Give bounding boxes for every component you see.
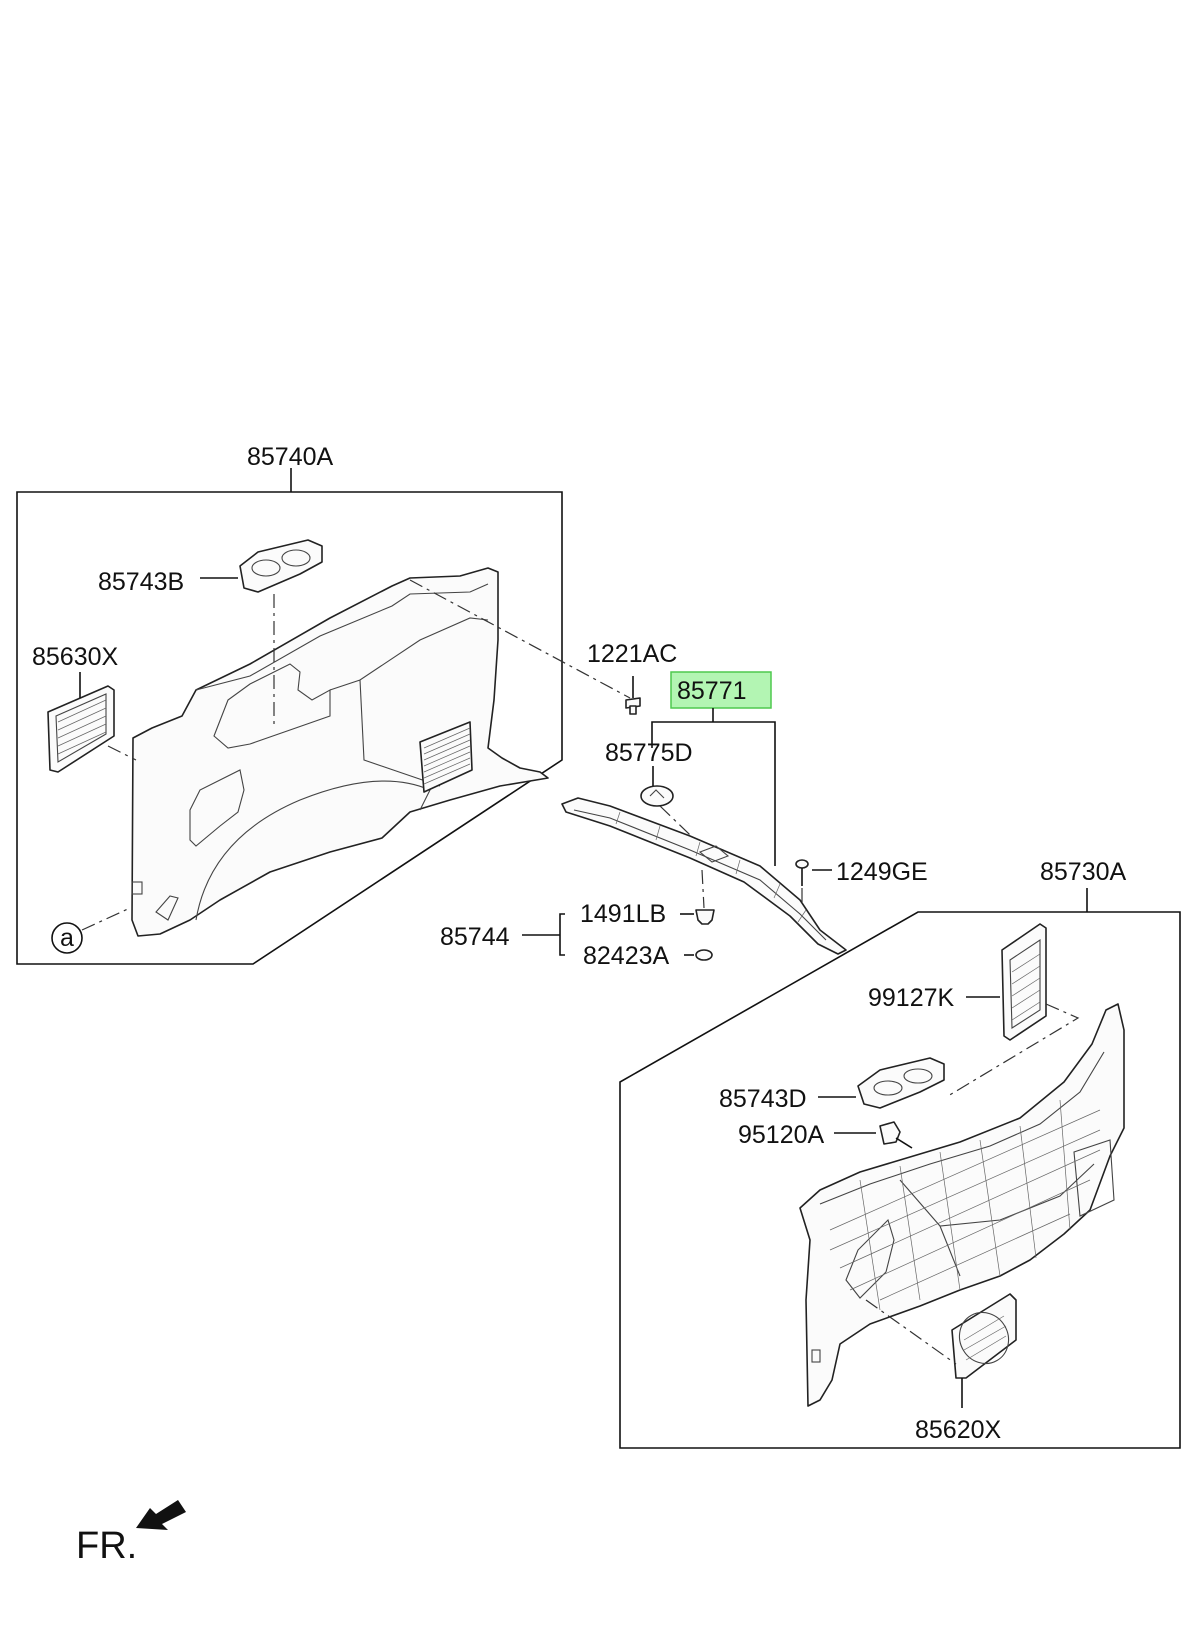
ring-part bbox=[695, 949, 713, 961]
left-cup-holder-part bbox=[239, 539, 323, 593]
label-1221AC: 1221AC bbox=[587, 640, 677, 668]
left-panel-window-opening bbox=[189, 769, 245, 847]
label-85620X: 85620X bbox=[915, 1416, 1002, 1444]
label-85740A: 85740A bbox=[247, 443, 334, 471]
rear-panel-window-opening bbox=[845, 1218, 895, 1299]
label-85775D: 85775D bbox=[605, 739, 693, 767]
socket-part bbox=[879, 1121, 913, 1149]
label-85730A: 85730A bbox=[1040, 858, 1127, 886]
grille-left-assembly-line bbox=[107, 745, 137, 761]
cover-right-assembly-line bbox=[947, 1003, 1080, 1097]
cap-detail bbox=[649, 789, 665, 799]
front-direction-label: FR. bbox=[76, 1525, 137, 1567]
left-quarter-trim-panel bbox=[131, 567, 549, 937]
center-parts-group bbox=[522, 671, 847, 961]
right-cup-holder-part bbox=[857, 1057, 945, 1109]
sill-plate-part bbox=[561, 797, 847, 955]
rear-panel-pocket bbox=[1073, 1139, 1115, 1217]
label-85744: 85744 bbox=[440, 923, 510, 951]
left-trim-group bbox=[16, 468, 631, 965]
label-85771[interactable]: 85771 bbox=[677, 677, 747, 705]
rear-panel-upper-ridge bbox=[819, 1051, 1105, 1205]
label-95120A: 95120A bbox=[738, 1121, 825, 1149]
left-panel-cupholder-recess bbox=[213, 663, 331, 749]
front-direction-indicator: FR. bbox=[76, 1500, 186, 1567]
label-85743D: 85743D bbox=[719, 1085, 807, 1113]
right-cover-part bbox=[1001, 923, 1047, 1041]
right-speaker-grille-part bbox=[951, 1293, 1017, 1379]
right-group-frame bbox=[619, 911, 1181, 1449]
screw-part bbox=[795, 859, 809, 886]
bolt-part bbox=[625, 697, 641, 715]
left-panel-foot-recess bbox=[155, 895, 179, 921]
left-panel-mid-contour bbox=[329, 617, 489, 787]
clip-set-bracket bbox=[559, 913, 565, 956]
bolt-assembly-line bbox=[409, 579, 631, 699]
grille-right-assembly-line bbox=[865, 1299, 957, 1365]
label-85743B: 85743B bbox=[98, 568, 184, 596]
clip-assembly-line bbox=[701, 869, 705, 909]
left-panel-upper-ridge bbox=[195, 583, 489, 691]
label-99127K: 99127K bbox=[868, 984, 955, 1012]
rear-panel-texture bbox=[829, 1099, 1101, 1311]
label-1249GE: 1249GE bbox=[836, 858, 928, 886]
left-panel-vent bbox=[419, 721, 473, 793]
ref-circle-a bbox=[51, 922, 83, 954]
left-group-frame bbox=[16, 491, 563, 965]
front-direction-arrow-icon bbox=[136, 1500, 186, 1530]
left-panel-clip-slot bbox=[131, 881, 143, 895]
left-speaker-grille-part bbox=[47, 685, 115, 773]
cap-part bbox=[640, 785, 674, 807]
label-82423A: 82423A bbox=[583, 942, 670, 970]
label-ref-a: a bbox=[60, 924, 74, 952]
right-trim-group bbox=[619, 888, 1181, 1449]
ref-a-assembly-line bbox=[81, 907, 131, 931]
label-1491LB: 1491LB bbox=[580, 900, 666, 928]
rear-quarter-trim-panel bbox=[799, 1003, 1125, 1407]
left-panel-wheel-arch bbox=[195, 780, 431, 921]
sill-plate-label-highlight[interactable] bbox=[670, 671, 772, 709]
label-85630X: 85630X bbox=[32, 643, 119, 671]
sill-plate-bracket bbox=[651, 721, 776, 866]
rear-panel-clip-slot bbox=[811, 1349, 821, 1363]
clip-part bbox=[695, 909, 715, 925]
